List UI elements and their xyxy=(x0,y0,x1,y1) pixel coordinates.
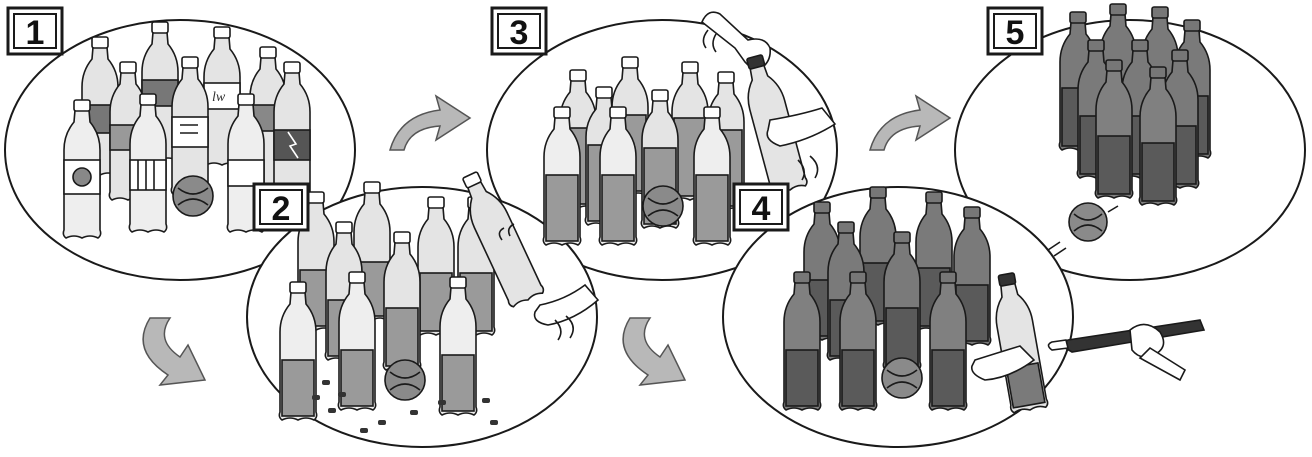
arrow-2-to-3 xyxy=(389,94,472,151)
step-3-number: 3 xyxy=(510,14,529,52)
step-4-number: 4 xyxy=(752,190,771,228)
step-2-label: 2 xyxy=(252,182,310,232)
step-2-number: 2 xyxy=(272,190,291,228)
step-4-bottles xyxy=(782,186,1206,415)
step-1-bottles: lw xyxy=(62,21,312,239)
step-5-number: 5 xyxy=(1006,14,1025,52)
step-3-label: 3 xyxy=(490,6,548,56)
step-4-label: 4 xyxy=(732,182,790,232)
step-2-bottles xyxy=(278,170,600,433)
step-5-bottles xyxy=(1047,3,1212,257)
step-1-label: 1 xyxy=(6,6,64,56)
step-3-bottles xyxy=(542,11,837,246)
arrow-3-to-4 xyxy=(622,317,687,386)
arrow-4-to-5 xyxy=(869,94,952,151)
svg-text:lw: lw xyxy=(212,90,226,105)
step-5-label: 5 xyxy=(986,6,1044,56)
arrow-1-to-2 xyxy=(142,317,207,386)
step-1-number: 1 xyxy=(26,14,45,52)
